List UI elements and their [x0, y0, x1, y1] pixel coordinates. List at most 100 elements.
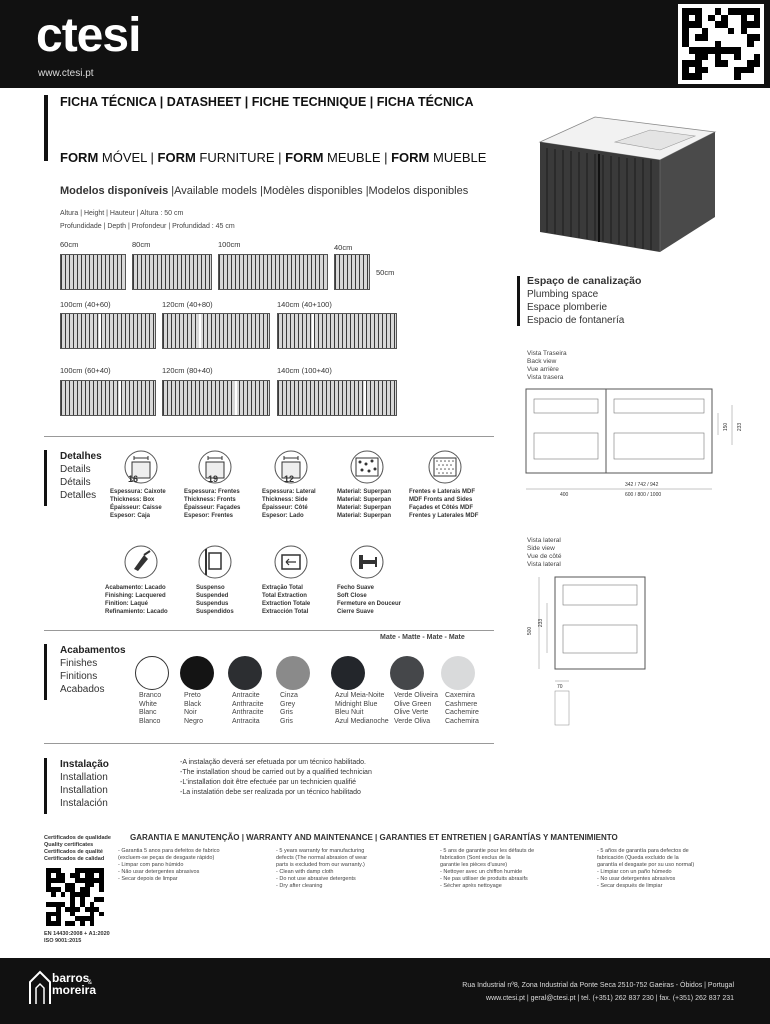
cabinet-40-front — [334, 254, 370, 290]
cabinet-height-label: 50cm — [376, 268, 395, 277]
page-title: FICHA TÉCNICA | DATASHEET | FICHE TECHNI… — [60, 95, 474, 109]
model-size-label: 140cm (100+40) — [277, 366, 332, 375]
model-size-label: 100cm — [218, 240, 241, 249]
finish-swatch — [135, 656, 169, 690]
warranty-column: - 5 ans de garantie pour les défauts de … — [440, 848, 535, 889]
wall-hung-icon — [198, 545, 232, 579]
qr-code-icon — [678, 4, 764, 84]
footer-contact[interactable]: www.ctesi.pt | geral@ctesi.pt | tel. (+3… — [486, 995, 734, 1002]
model-size-label: 40cm — [334, 243, 353, 252]
installation-accent-bar — [44, 758, 47, 814]
finish-swatch — [390, 656, 424, 690]
cabinet-60-front — [60, 254, 126, 290]
cabinet-120-80-40-front — [162, 380, 270, 416]
box-thickness-value: 16 — [128, 474, 139, 484]
finish-swatch — [276, 656, 310, 690]
cabinet-100-40-60-front — [60, 313, 156, 349]
website-url[interactable]: www.ctesi.pt — [38, 68, 94, 79]
section-divider — [44, 630, 494, 631]
model-size-label: 140cm (40+100) — [277, 300, 332, 309]
finish-swatch — [331, 656, 365, 690]
finish-swatch — [180, 656, 214, 690]
plumbing-accent-bar — [517, 276, 520, 326]
side-view-drawing — [538, 576, 646, 726]
header-bar — [0, 0, 770, 88]
mdf-material-icon — [428, 450, 462, 484]
model-size-label: 60cm — [60, 240, 79, 249]
back-dim-height: 150 — [723, 422, 730, 432]
ctesi-logo: ctesi — [36, 9, 141, 62]
title-accent-bar — [44, 95, 48, 161]
box-thickness-icon — [124, 450, 158, 484]
footer-bar — [0, 958, 770, 1024]
front-thickness-value: 19 — [208, 474, 219, 484]
height-spec: Altura | Height | Hauteur | Altura : 50 … — [60, 210, 184, 217]
plumbing-space-label: Espaço de canalização Plumbing space Esp… — [527, 275, 642, 326]
superpan-material-icon — [350, 450, 384, 484]
finishes-accent-bar — [44, 644, 47, 700]
brand-ampersand: & — [88, 980, 93, 986]
certificate-qr-code-icon — [44, 866, 106, 928]
back-dim-width: 400 — [560, 492, 569, 498]
side-dim-width: 70 — [557, 684, 563, 690]
details-accent-bar — [44, 450, 47, 506]
model-size-label: 100cm (60+40) — [60, 366, 111, 375]
models-heading: Modelos disponíveis |Available models |M… — [60, 185, 469, 197]
side-dim-height: 233 — [538, 618, 545, 628]
footer-address: Rua Industrial nº8, Zona Industrial da P… — [462, 982, 734, 989]
warranty-heading: GARANTIA E MANUTENÇÃO | WARRANTY AND MAI… — [130, 833, 618, 842]
back-dim-height: 233 — [737, 422, 744, 432]
cabinet-80-front — [132, 254, 212, 290]
cabinet-product-image — [538, 116, 717, 252]
section-divider — [44, 436, 494, 437]
model-size-label: 100cm (40+60) — [60, 300, 111, 309]
warranty-column: - 5 years warranty for manufacturing def… — [276, 848, 368, 889]
model-size-label: 80cm — [132, 240, 151, 249]
cabinet-140-40-100-front — [277, 313, 397, 349]
model-size-label: 120cm (80+40) — [162, 366, 213, 375]
section-divider — [44, 743, 494, 744]
front-thickness-icon — [198, 450, 232, 484]
depth-spec: Profundidade | Depth | Profondeur | Prof… — [60, 223, 235, 230]
cabinet-120-40-80-front — [162, 313, 270, 349]
side-dim-height: 500 — [527, 626, 534, 636]
cabinet-100-60-40-front — [60, 380, 156, 416]
cabinet-100-front — [218, 254, 328, 290]
model-size-label: 120cm (40+80) — [162, 300, 213, 309]
finish-swatch — [441, 656, 475, 690]
full-extension-icon — [274, 545, 308, 579]
side-thickness-icon — [274, 450, 308, 484]
lacquer-finish-icon — [124, 545, 158, 579]
installation-text: -A instalação deverá ser efetuada por um… — [180, 759, 372, 796]
cabinet-140-100-40-front — [277, 380, 397, 416]
side-thickness-value: 12 — [284, 474, 295, 484]
back-dim-width: 342 / 742 / 942 — [625, 482, 659, 488]
product-title: FORM MÓVEL | FORM FURNITURE | FORM MEUBL… — [60, 150, 487, 165]
back-view-drawing — [525, 388, 733, 490]
finish-swatch — [228, 656, 262, 690]
warranty-column: - 5 años de garantía para defectos de fa… — [597, 848, 695, 889]
barros-moreira-logo — [29, 970, 51, 1004]
